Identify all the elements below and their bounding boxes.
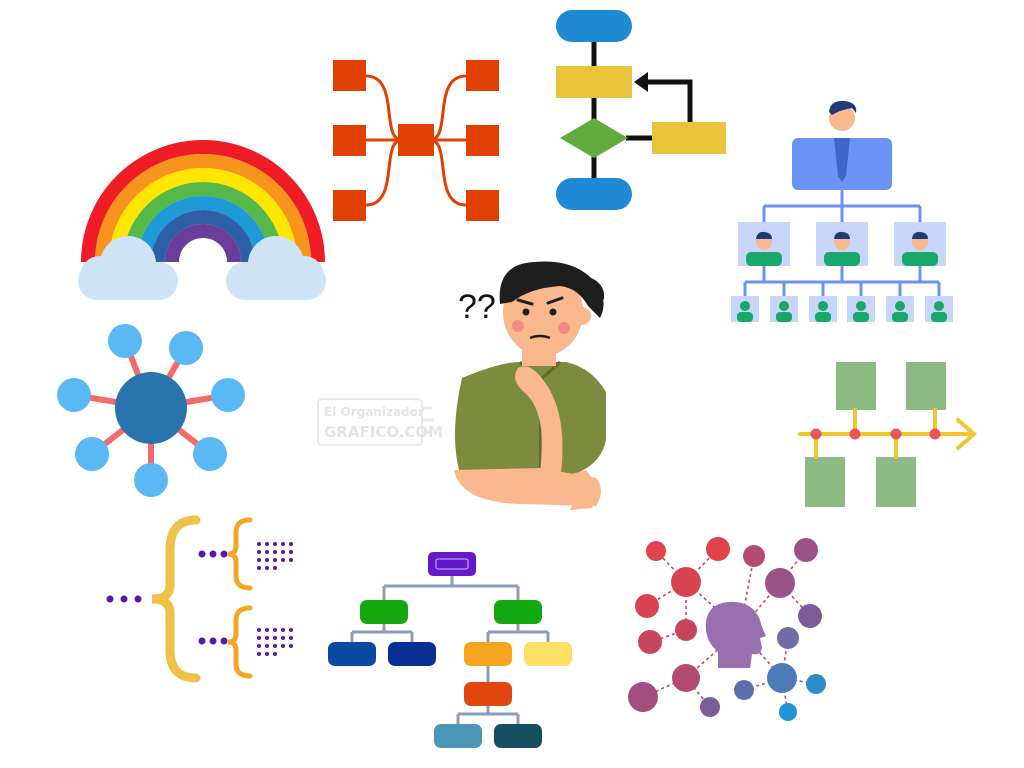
brace-map-diagram [106,515,293,683]
thinking-person-illustration: ?? [454,261,606,510]
cloud-left-icon [78,236,178,300]
question-marks-icon: ?? [458,288,496,326]
watermark-line2: GRAFICO.COM [324,423,443,441]
manager-avatar [792,100,892,190]
flowchart-diagram [556,10,726,210]
rainbow-icon [78,140,326,300]
spider-diagram [57,324,245,497]
staff-avatars [731,296,953,322]
team-lead-avatar-1 [738,222,790,266]
watermark-logo: El Organizador GRAFICO.COM [317,398,443,446]
watermark-line1: El Organizador [324,405,424,419]
hierarchy-tree-diagram [328,552,572,748]
cloud-right-icon [226,236,326,300]
org-chart-diagram [731,100,953,322]
timeline-diagram [798,362,978,507]
team-lead-avatar-3 [894,222,946,266]
network-head-diagram [628,537,826,721]
team-lead-avatar-2 [816,222,868,266]
mind-map-diagram [333,60,499,221]
